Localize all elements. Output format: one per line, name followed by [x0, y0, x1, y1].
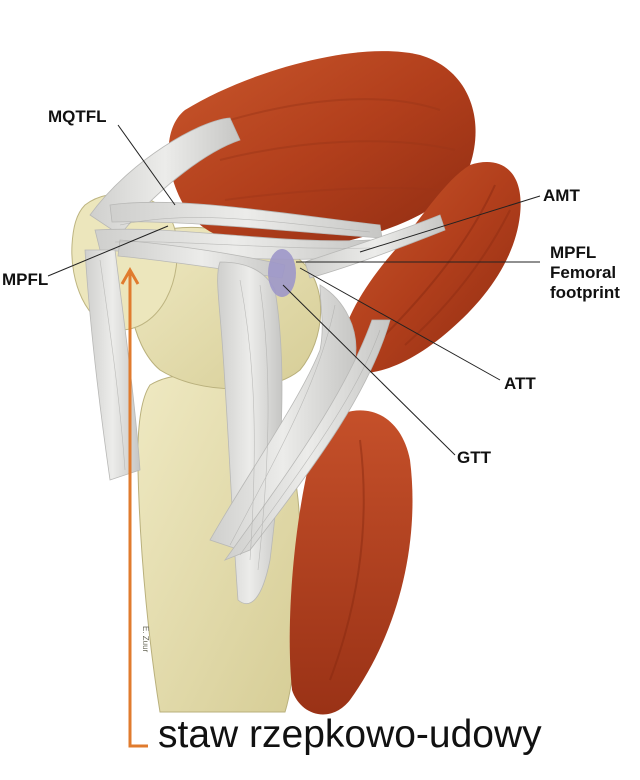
- label-mpfl-femoral-footprint: MPFL Femoral footprint: [550, 243, 620, 303]
- label-mpfl: MPFL: [2, 270, 49, 289]
- ligament-fibers: [99, 217, 381, 571]
- mpfl-femoral-footprint-marker: [268, 249, 296, 297]
- label-mqtfl: MQTFL: [48, 107, 107, 126]
- illustrator-signature: E. Zuur: [141, 626, 150, 653]
- label-gtt: GTT: [457, 448, 491, 467]
- label-amt: AMT: [543, 186, 580, 205]
- label-footprint-line-2: Femoral: [550, 263, 617, 282]
- quadriceps-muscle: [168, 51, 476, 249]
- leader-lines: [47, 124, 541, 456]
- patellofemoral-arrow: [120, 266, 148, 748]
- caption-patellofemoral-joint: staw rzepkowo-udowy: [158, 713, 542, 756]
- label-att: ATT: [504, 374, 536, 393]
- label-footprint-line-3: footprint: [550, 283, 620, 302]
- label-footprint-line-1: MPFL: [550, 243, 597, 262]
- gastrocnemius-muscle: [289, 410, 413, 715]
